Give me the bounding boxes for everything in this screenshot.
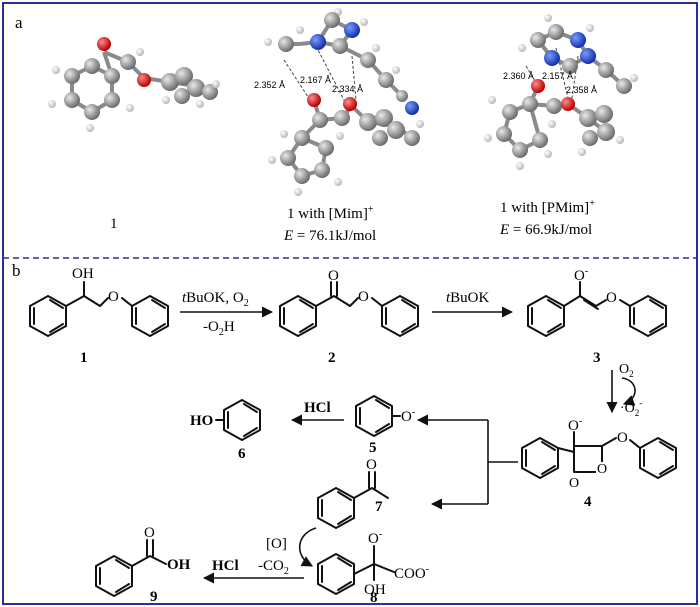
compound-4-ether-o: O xyxy=(617,430,628,446)
oxidation-label: [O] xyxy=(266,536,287,552)
step3-o2: O2 xyxy=(619,362,634,379)
compound-8-hydroxyl: OH xyxy=(364,582,386,598)
panel-b-label: b xyxy=(12,261,21,280)
compound-4-ring-o1: O xyxy=(569,476,579,491)
hcl-label-1: HCl xyxy=(304,400,331,416)
compound-4-label: 4 xyxy=(584,494,592,510)
compound-5-label: 5 xyxy=(369,440,377,456)
mim-distance-1: 2.352 Å xyxy=(254,80,285,90)
mim-title: 1 with [Mim]+ xyxy=(287,204,374,222)
structure-1-label: 1 xyxy=(110,216,118,232)
compound-2-label: 2 xyxy=(328,350,336,366)
mim-complex-model xyxy=(264,8,424,196)
compound-1-label: 1 xyxy=(80,350,88,366)
compound-5-oxide: O- xyxy=(401,407,415,425)
mim-distance-3: 2.334 Å xyxy=(332,84,363,94)
step1-reagents: tBuOK, O2 xyxy=(182,290,249,309)
compound-1-structure xyxy=(29,281,169,337)
compound-1-o: O xyxy=(108,289,119,305)
compound-7-label: 7 xyxy=(375,499,383,515)
compound-8-oxide: O- xyxy=(368,529,382,547)
oxidation-arrow xyxy=(298,527,317,567)
step2-reagent: tBuOK xyxy=(446,290,490,306)
compound-4-structure xyxy=(521,431,677,479)
compound-1-oh: OH xyxy=(72,266,94,282)
compound-4-o-mask-1 xyxy=(568,476,580,490)
compound-3-label: 3 xyxy=(593,350,601,366)
compound-8-label: 8 xyxy=(370,590,378,606)
compound-8-carboxylate: COO- xyxy=(394,564,429,582)
compound-6-label: 6 xyxy=(238,446,246,462)
compound-7-structure xyxy=(317,471,389,529)
step1-byproduct: -O2H xyxy=(203,319,235,338)
compound-3-structure xyxy=(527,281,667,337)
compound-9-oh: OH xyxy=(167,557,191,573)
pmim-energy: E = 66.9kJ/mol xyxy=(499,222,592,238)
compound-3-ether-o: O xyxy=(606,290,617,306)
compound-4-ring-o2: O xyxy=(597,462,607,477)
compound-7-o: O xyxy=(366,457,377,473)
molecule-1-model xyxy=(48,37,220,132)
panel-a-label: a xyxy=(15,13,23,32)
o2-curved-arrow xyxy=(621,377,636,406)
compound-6-structure xyxy=(215,399,261,441)
compound-2-carbonyl-o: O xyxy=(328,268,339,284)
compound-9-o: O xyxy=(144,525,155,541)
pmim-title: 1 with [PMim]+ xyxy=(500,198,595,216)
compound-8-structure xyxy=(317,545,395,595)
compound-9-label: 9 xyxy=(150,589,158,605)
pmim-distance-3: 2.358 Å xyxy=(566,85,597,95)
compound-3-oxide: O- xyxy=(574,266,588,284)
pmim-distance-1: 2.360 Å xyxy=(503,71,534,81)
hcl-label-2: HCl xyxy=(212,558,239,574)
compound-2-ether-o: O xyxy=(358,289,369,305)
compound-4-o-mask-2 xyxy=(596,462,608,476)
mim-energy: E = 76.1kJ/mol xyxy=(283,228,376,244)
mim-distance-2: 2.167 Å xyxy=(300,75,331,85)
fragmentation-arrows xyxy=(416,414,518,510)
decarboxylation-label: -CO2 xyxy=(258,558,289,577)
step3-superoxide: ·O2- xyxy=(620,398,642,418)
pmim-complex-model xyxy=(484,14,638,170)
compound-4-oxide: O- xyxy=(568,416,582,434)
compound-5-structure xyxy=(355,395,401,437)
pmim-distance-2: 2.157 Å xyxy=(542,71,573,81)
compound-2-structure xyxy=(279,281,419,337)
compound-9-structure xyxy=(95,539,167,597)
compound-6-ho: HO xyxy=(190,413,213,429)
